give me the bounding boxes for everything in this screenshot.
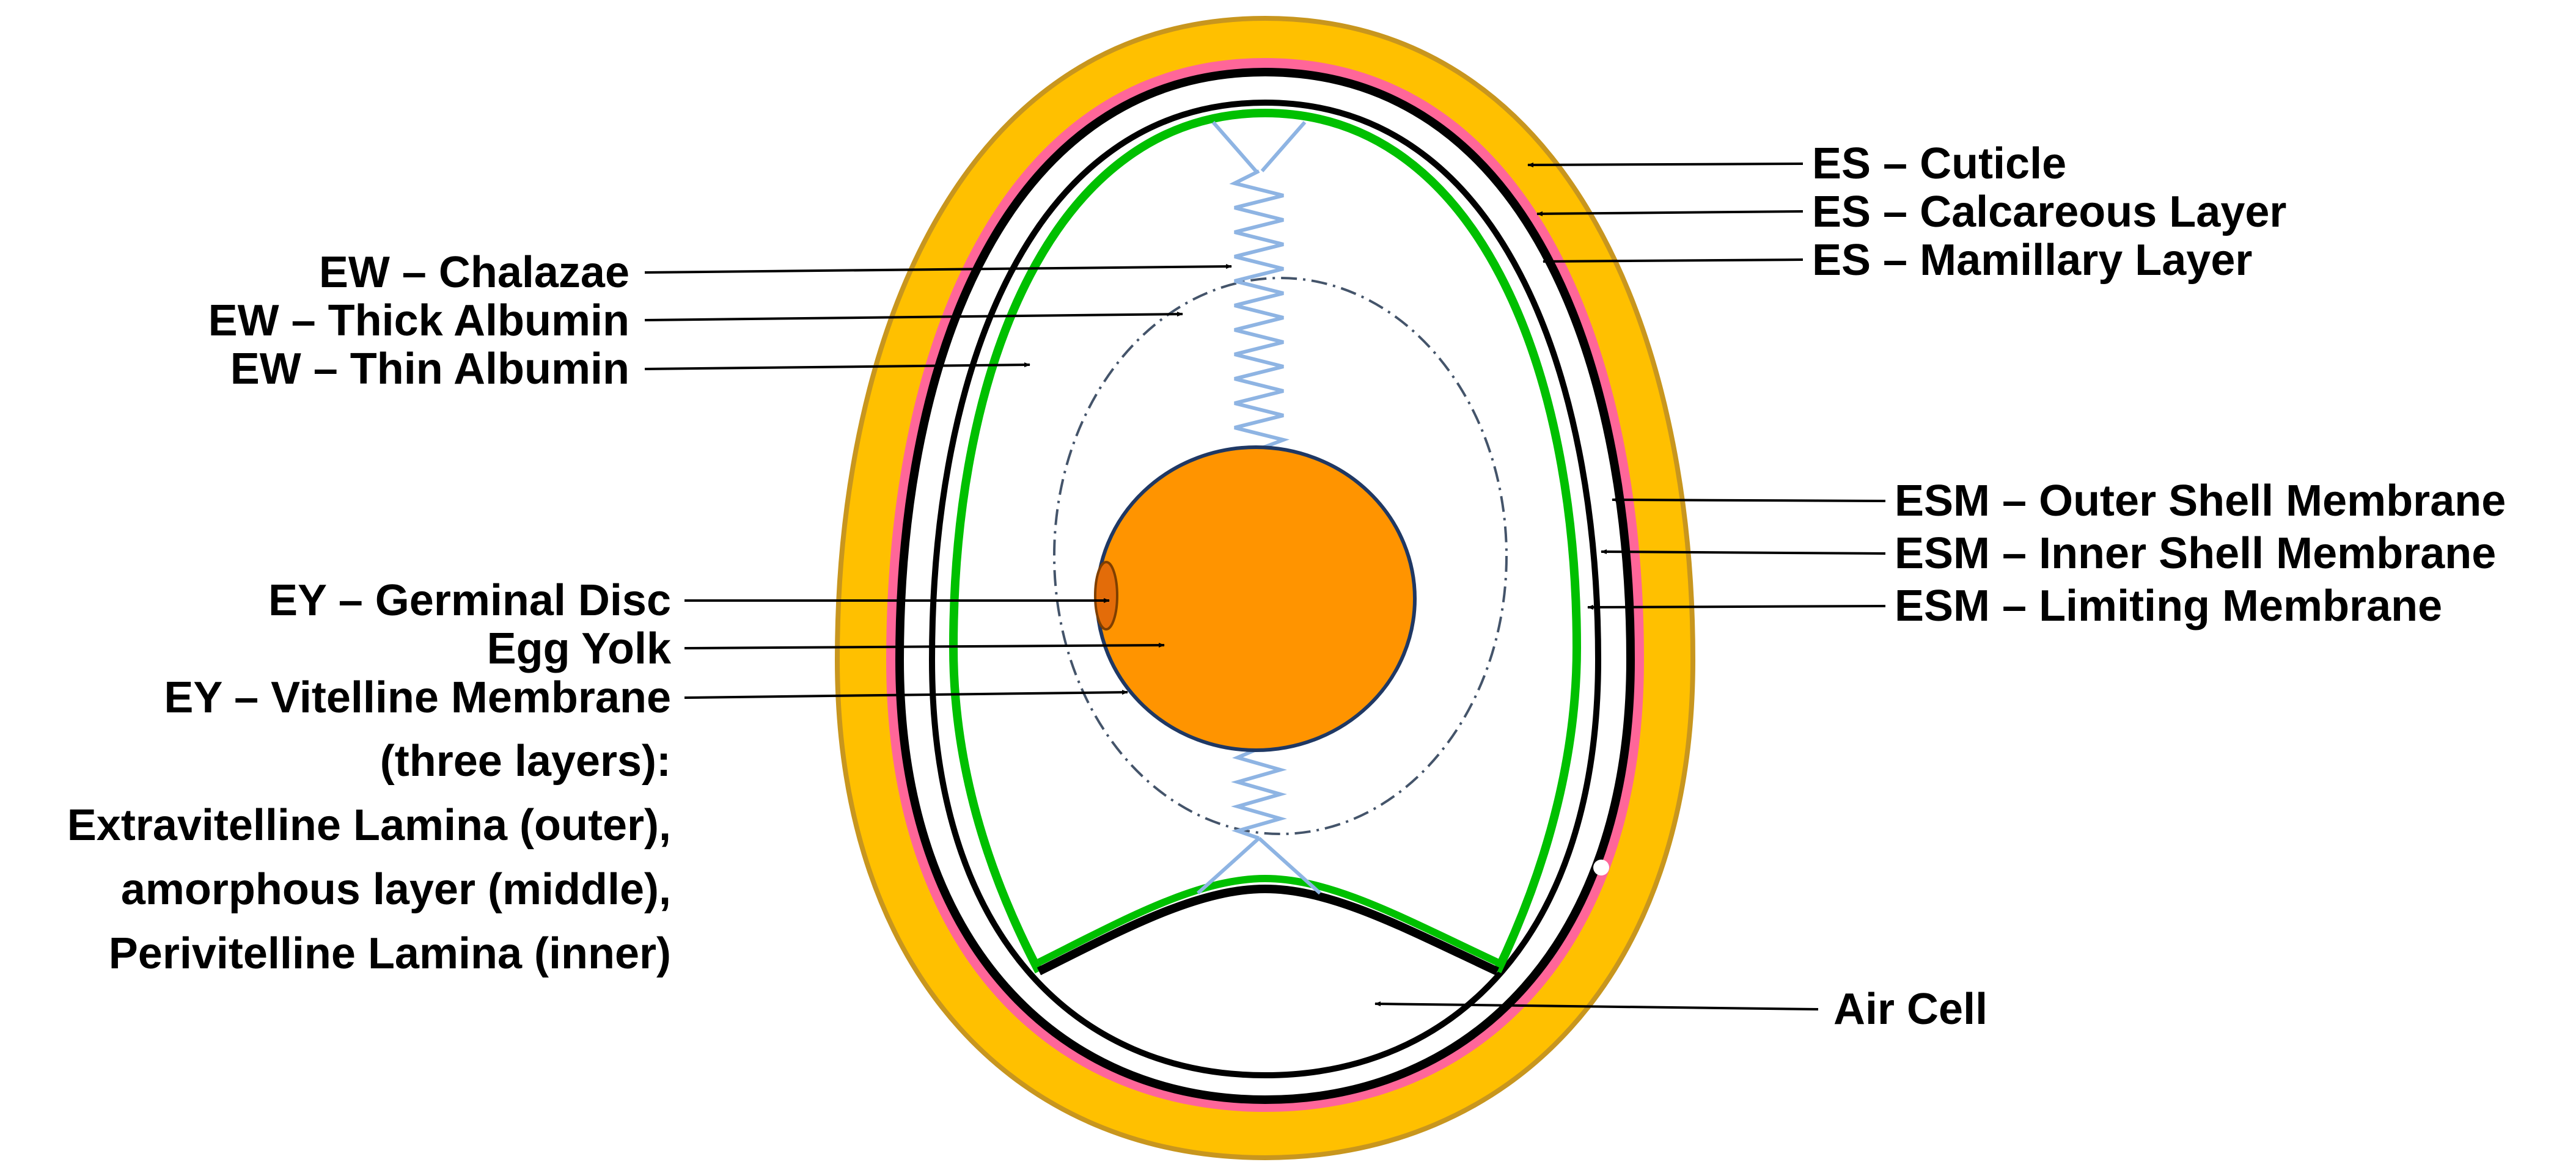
label-esm-inner: ESM – Inner Shell Membrane xyxy=(1895,529,2496,578)
label-ey-germinal-disc: EY – Germinal Disc xyxy=(268,576,671,625)
leader-esm-limiting xyxy=(1587,604,1886,610)
leader-egg-yolk xyxy=(684,643,1165,649)
label-ew-thin-albumin: EW – Thin Albumin xyxy=(230,345,629,393)
germinal-disc xyxy=(1094,561,1118,630)
label-perivitelline: Perivitelline Lamina (inner) xyxy=(109,929,671,978)
leader-es-cuticle xyxy=(1527,162,1804,167)
air-cell-boundary xyxy=(1037,884,1499,976)
air-cell-membrane-green xyxy=(1037,874,1499,966)
leader-esm-outer xyxy=(1612,497,1886,503)
labels: ES – Cuticle ES – Calcareous Layer ES – … xyxy=(67,139,2506,1034)
label-ey-vitelline: EY – Vitelline Membrane xyxy=(164,673,671,722)
leader-ew-thick-albumin xyxy=(644,312,1183,321)
label-air-cell: Air Cell xyxy=(1833,985,1987,1034)
label-es-mamillary: ES – Mamillary Layer xyxy=(1812,236,2252,285)
label-egg-yolk: Egg Yolk xyxy=(487,624,672,673)
leader-ew-chalazae xyxy=(644,264,1232,274)
label-es-cuticle: ES – Cuticle xyxy=(1812,139,2066,188)
label-esm-outer: ESM – Outer Shell Membrane xyxy=(1895,477,2506,525)
label-vitelline-layers: (three layers): xyxy=(380,737,671,786)
label-esm-limiting: ESM – Limiting Membrane xyxy=(1895,582,2442,630)
thick-albumin-boundary xyxy=(1053,277,1508,835)
label-extravitelline: Extravitelline Lamina (outer), xyxy=(67,801,671,850)
label-amorphous: amorphous layer (middle), xyxy=(121,865,671,914)
leader-ey-vitelline xyxy=(684,690,1128,699)
leader-lines xyxy=(644,162,1886,1010)
egg-yolk xyxy=(1095,445,1417,752)
leader-ew-thin-albumin xyxy=(644,362,1030,370)
leader-es-mamillary xyxy=(1543,258,1804,264)
shell-pore-dot xyxy=(1593,860,1609,875)
leader-es-calcareous xyxy=(1536,210,1804,216)
label-es-calcareous: ES – Calcareous Layer xyxy=(1812,188,2286,236)
label-ew-chalazae: EW – Chalazae xyxy=(319,248,629,297)
leader-esm-inner xyxy=(1601,549,1886,555)
limiting-membrane xyxy=(949,108,1582,974)
label-ew-thick-albumin: EW – Thick Albumin xyxy=(208,296,629,345)
egg xyxy=(834,15,1696,1161)
leader-air-cell xyxy=(1374,1001,1819,1010)
